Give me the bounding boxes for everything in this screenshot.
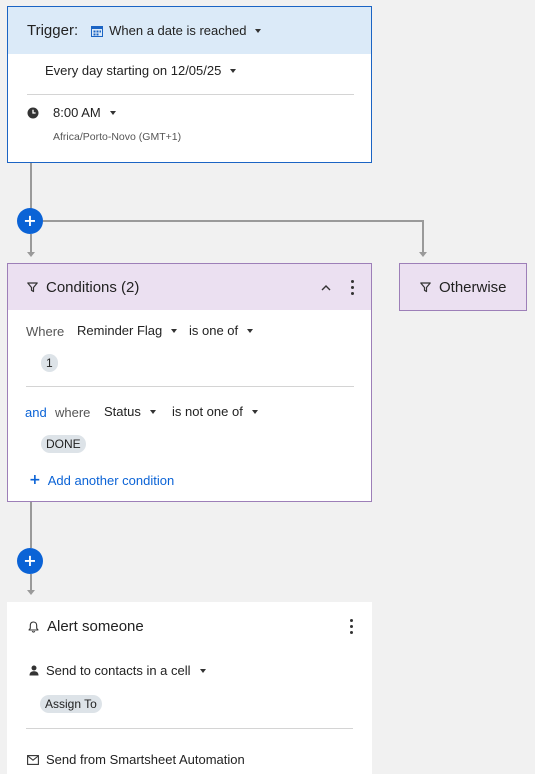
condition-sub-connector: where [55,405,91,420]
sender-dropdown[interactable]: Send from Smartsheet Automation [27,752,245,767]
alert-header: Alert someone [28,618,144,635]
condition-connector: Where [26,324,65,339]
condition-operator-dropdown[interactable]: is one of [189,323,254,338]
trigger-label: Trigger: [27,22,79,39]
chevron-down-icon [149,409,156,414]
bell-icon [28,620,39,633]
condition-connector[interactable]: and [25,405,47,420]
plus-icon: + [23,551,37,570]
condition-operator-label: is not one of [172,404,243,419]
sender-label: Send from Smartsheet Automation [46,752,245,767]
add-step-button[interactable]: + [17,548,43,574]
connector-line [30,574,32,591]
conditions-card: Conditions (2) Where Reminder Flag is on… [7,263,372,502]
condition-operator-label: is one of [189,323,239,338]
divider [26,386,354,387]
schedule-dropdown[interactable]: Every day starting on 12/05/25 [45,63,237,78]
trigger-type-label: When a date is reached [109,23,247,38]
chevron-down-icon [199,668,206,673]
chevron-down-icon [247,328,254,333]
trigger-header: Trigger: When a date is reached [8,7,371,54]
divider [26,728,353,729]
chevron-down-icon [171,328,178,333]
alert-card: Alert someone Send to contacts in a cell… [7,602,372,774]
schedule-label: Every day starting on 12/05/25 [45,63,222,78]
filter-icon [27,281,38,292]
condition-field-label: Reminder Flag [77,323,163,338]
clock-icon [27,107,39,118]
connector-line [43,220,424,222]
otherwise-card[interactable]: Otherwise [399,263,527,311]
kebab-menu-icon[interactable] [350,619,354,634]
conditions-header[interactable]: Conditions (2) [8,264,371,310]
connector-line [30,163,32,209]
condition-field-label: Status [104,404,141,419]
plus-icon: + [29,472,41,488]
chevron-down-icon [255,28,262,33]
alert-title: Alert someone [47,618,144,635]
chevron-down-icon [109,110,116,115]
recipients-dropdown[interactable]: Send to contacts in a cell [29,663,206,678]
condition-field-dropdown[interactable]: Status [104,404,156,419]
add-condition-button[interactable]: + Add another condition [29,472,174,488]
mail-icon [27,754,39,765]
chevron-down-icon [251,409,258,414]
connector-arrow [27,590,35,595]
condition-field-dropdown[interactable]: Reminder Flag [77,323,178,338]
connector-arrow [419,252,427,257]
calendar-icon [91,25,104,37]
time-label: 8:00 AM [53,105,101,120]
connector-line [30,502,32,548]
condition-value-chip[interactable]: 1 [41,354,58,372]
time-dropdown[interactable]: 8:00 AM [27,105,116,120]
condition-operator-dropdown[interactable]: is not one of [172,404,258,419]
recipients-label: Send to contacts in a cell [46,663,191,678]
chevron-up-icon[interactable] [321,284,331,291]
otherwise-title: Otherwise [439,278,507,296]
filter-icon [420,281,431,292]
plus-icon: + [23,211,37,230]
condition-value-chip[interactable]: DONE [41,435,86,453]
connector-arrow [27,252,35,257]
add-step-button[interactable]: + [17,208,43,234]
kebab-menu-icon[interactable] [351,280,355,295]
conditions-title: Conditions (2) [46,278,140,296]
chevron-down-icon [230,68,237,73]
trigger-card: Trigger: When a date is reached Every da… [7,6,372,163]
connector-line [30,234,32,253]
timezone-label: Africa/Porto-Novo (GMT+1) [53,131,182,143]
divider [27,94,354,95]
person-icon [29,665,39,676]
contact-column-chip[interactable]: Assign To [40,695,102,713]
connector-line [422,220,424,253]
trigger-type-dropdown[interactable]: When a date is reached [91,23,262,38]
add-condition-label: Add another condition [47,472,175,488]
